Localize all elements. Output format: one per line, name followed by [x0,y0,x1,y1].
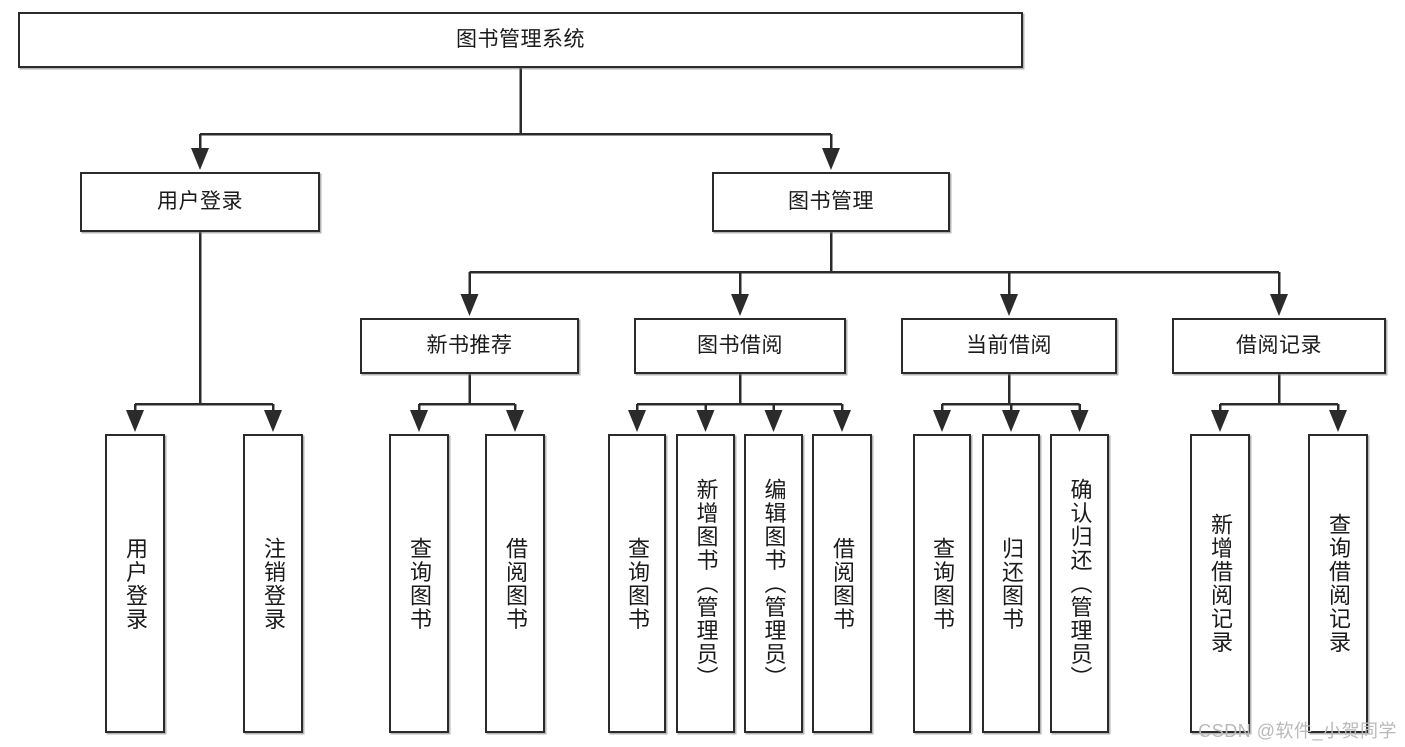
node-label: 用户登录 [122,536,148,631]
node-label: 归还图书 [998,536,1024,631]
node-label: 用户登录 [157,189,243,213]
node-label: 借阅图书 [829,536,855,631]
leaf-borrow-borrow-books[interactable]: 借阅图书 [812,434,872,733]
node-book-management[interactable]: 图书管理 [712,172,950,232]
node-label: 图书借阅 [697,333,783,357]
node-label: 查询图书 [624,536,650,631]
node-book-borrowing[interactable]: 图书借阅 [634,318,846,374]
node-label: 新增图书（管理员） [693,477,719,690]
leaf-recommend-borrow-books[interactable]: 借阅图书 [485,434,545,733]
leaf-current-return-books[interactable]: 归还图书 [982,434,1040,733]
node-user-login[interactable]: 用户登录 [80,172,320,232]
node-label: 图书管理系统 [456,27,585,51]
node-label: 借阅记录 [1236,333,1322,357]
leaf-user-login[interactable]: 用户登录 [105,434,165,733]
leaf-current-confirm-return-admin[interactable]: 确认归还（管理员） [1050,434,1109,733]
leaf-borrow-edit-book-admin[interactable]: 编辑图书（管理员） [744,434,803,733]
leaf-recommend-query-books[interactable]: 查询图书 [389,434,449,733]
node-new-book-recommendation[interactable]: 新书推荐 [360,318,579,374]
watermark-text: CSDN @软件_小贺同学 [1198,721,1397,741]
node-label: 当前借阅 [966,333,1052,357]
node-root-book-management-system[interactable]: 图书管理系统 [18,12,1023,68]
node-label: 查询图书 [929,536,955,631]
leaf-borrow-add-book-admin[interactable]: 新增图书（管理员） [676,434,735,733]
node-label: 查询借阅记录 [1325,513,1351,654]
leaf-borrow-query-books[interactable]: 查询图书 [608,434,666,733]
node-current-borrowing[interactable]: 当前借阅 [901,318,1117,374]
leaf-record-add-borrow-record[interactable]: 新增借阅记录 [1190,434,1250,733]
leaf-current-query-books[interactable]: 查询图书 [913,434,971,733]
node-label: 新增借阅记录 [1207,513,1233,654]
node-label: 新书推荐 [426,333,513,357]
leaf-logout[interactable]: 注销登录 [243,434,303,733]
node-label: 借阅图书 [502,536,528,631]
node-borrowing-records[interactable]: 借阅记录 [1172,318,1386,374]
node-label: 编辑图书（管理员） [761,477,787,690]
leaf-record-query-borrow-record[interactable]: 查询借阅记录 [1308,434,1368,733]
node-label: 图书管理 [788,189,874,213]
node-label: 确认归还（管理员） [1067,477,1093,690]
node-label: 注销登录 [260,536,286,631]
node-label: 查询图书 [406,536,432,631]
